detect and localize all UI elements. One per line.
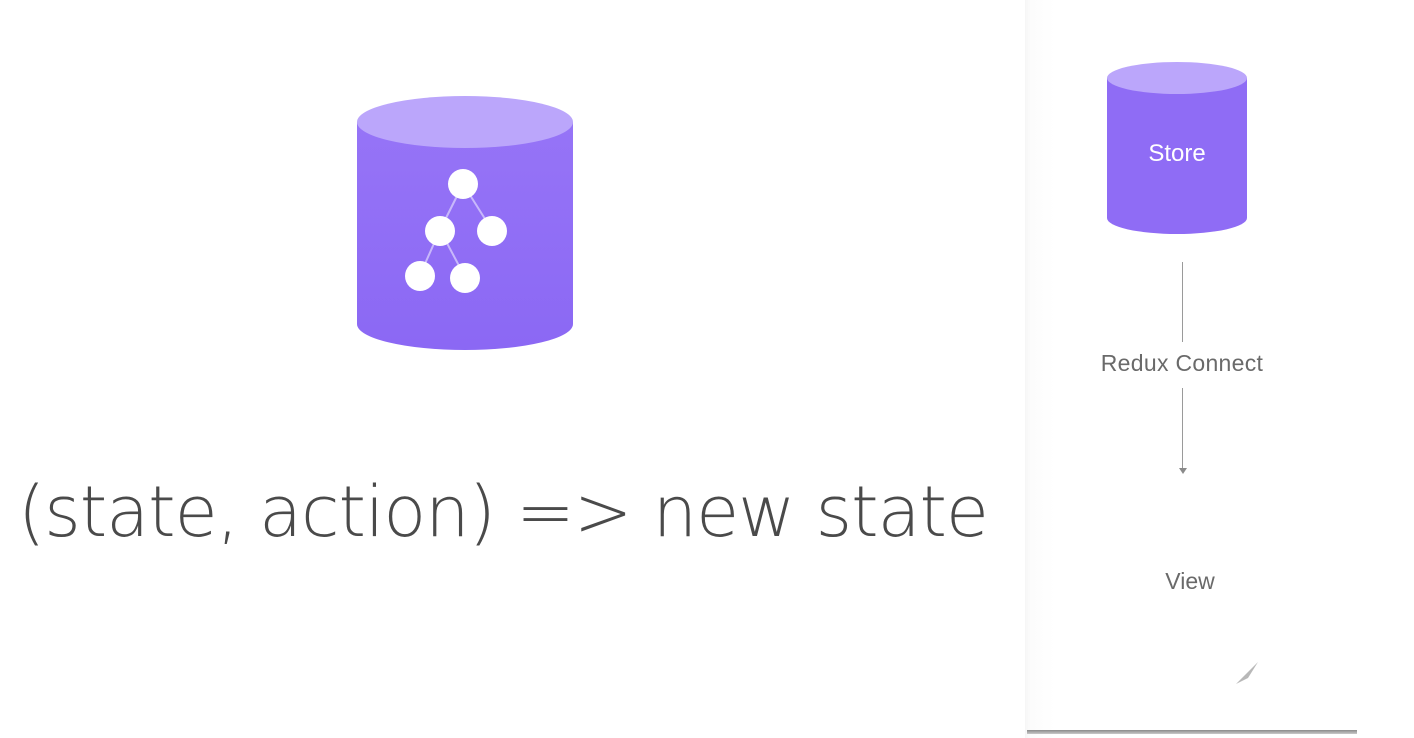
store-cylinder-icon — [1107, 62, 1247, 234]
cylinder-top — [357, 96, 573, 148]
redux-connect-label: Redux Connect — [1100, 350, 1264, 376]
connector-line-bottom — [1182, 388, 1183, 470]
arrow-down-icon — [1179, 468, 1187, 474]
connector-line-top — [1182, 262, 1183, 342]
store-database-icon — [357, 96, 573, 350]
small-cylinder-body — [1107, 78, 1247, 234]
panel-bottom-rule — [1027, 730, 1357, 734]
cylinder-body — [357, 122, 573, 350]
store-label: Store — [1148, 140, 1206, 167]
tree-node-left — [425, 216, 455, 246]
view-label: View — [1165, 568, 1215, 594]
tree-node-root — [448, 169, 478, 199]
resize-handle-icon[interactable] — [1236, 662, 1258, 684]
tree-node-leaf-b — [450, 263, 480, 293]
reducer-formula: (state, action) => new state — [18, 471, 989, 553]
right-margin — [1357, 0, 1414, 738]
tree-node-right — [477, 216, 507, 246]
tree-node-leaf-a — [405, 261, 435, 291]
small-cylinder-top — [1107, 62, 1247, 94]
